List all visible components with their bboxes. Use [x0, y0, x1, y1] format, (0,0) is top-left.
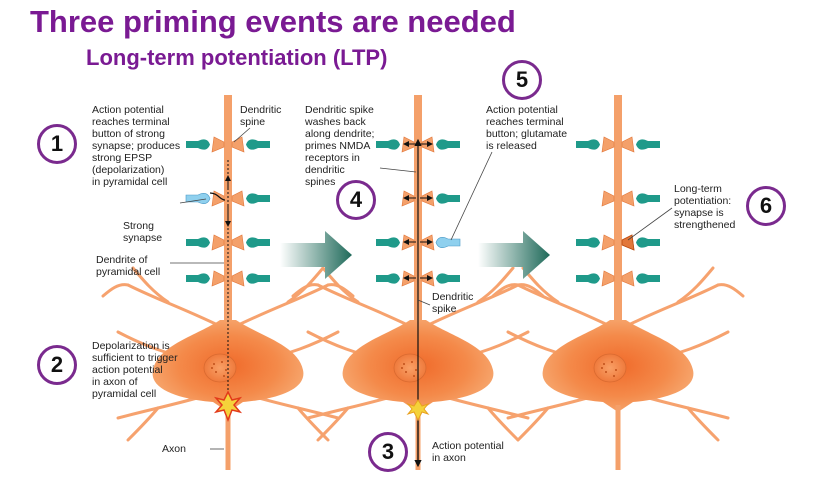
- step-4-badge: 4: [336, 180, 376, 220]
- label-step-2: Depolarization is sufficient to trigger …: [92, 340, 178, 400]
- label-axon: Axon: [162, 443, 186, 455]
- step-5-badge: 5: [502, 60, 542, 100]
- label-step-6: Long-term potentiation: synapse is stren…: [674, 183, 736, 231]
- page-title: Three priming events are needed: [30, 4, 516, 39]
- step-3-badge: 3: [368, 432, 408, 472]
- transition-arrow-2: [478, 231, 550, 279]
- label-dendritic-spine: Dendritic spine: [240, 104, 282, 128]
- label-dendrite: Dendrite of pyramidal cell: [96, 254, 161, 278]
- step-6-badge: 6: [746, 186, 786, 226]
- label-dendritic-spike: Dendritic spike: [432, 291, 474, 315]
- label-step-4: Dendritic spike washes back along dendri…: [305, 104, 375, 188]
- label-step-3: Action potential in axon: [432, 440, 504, 464]
- step-1-badge: 1: [37, 124, 77, 164]
- label-step-1: Action potential reaches terminal button…: [92, 104, 181, 188]
- label-strong-synapse: Strong synapse: [123, 220, 163, 244]
- step-2-badge: 2: [37, 345, 77, 385]
- page-subtitle: Long-term potentiation (LTP): [86, 45, 388, 70]
- transition-arrow-1: [280, 231, 352, 279]
- label-step-5: Action potential reaches terminal button…: [486, 104, 568, 152]
